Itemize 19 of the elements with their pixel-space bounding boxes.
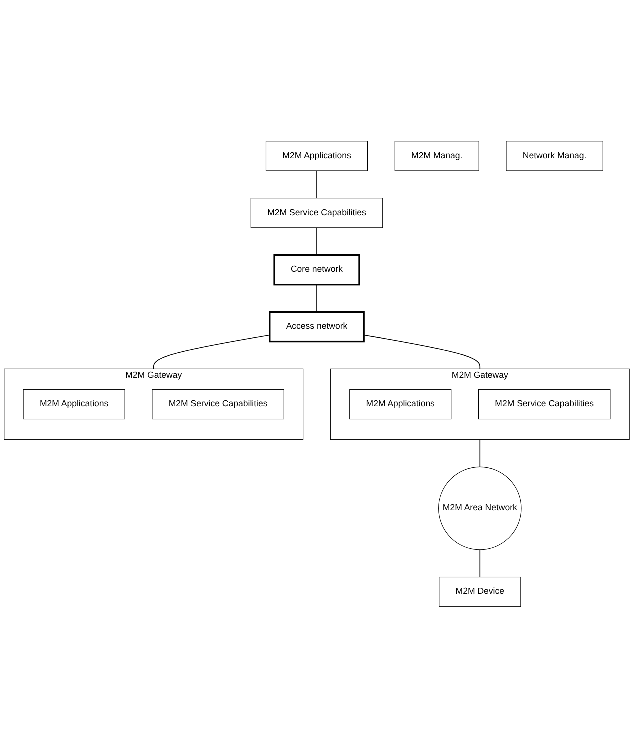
node-box: M2M Device [439,577,522,608]
connector [316,228,318,256]
connector [480,550,481,578]
node-box: M2M Applications [266,142,368,172]
node-box: M2M Manag. [394,142,480,172]
node-box: M2M Applications [23,390,126,420]
node-box: M2M Service Capabilities [478,390,611,420]
connector [316,284,318,314]
node-circle: M2M Area Network [438,467,522,551]
node-box: Core network [274,254,360,286]
connector [480,440,481,468]
connector [316,170,318,200]
node-box: M2M Service Capabilities [152,390,284,420]
node-box: Network Manag. [506,142,604,172]
node-box: M2M Applications [350,390,452,420]
connector [364,335,481,370]
node-box: Access network [269,312,365,343]
connector [153,335,270,370]
node-box: M2M Service Capabilities [250,198,384,229]
